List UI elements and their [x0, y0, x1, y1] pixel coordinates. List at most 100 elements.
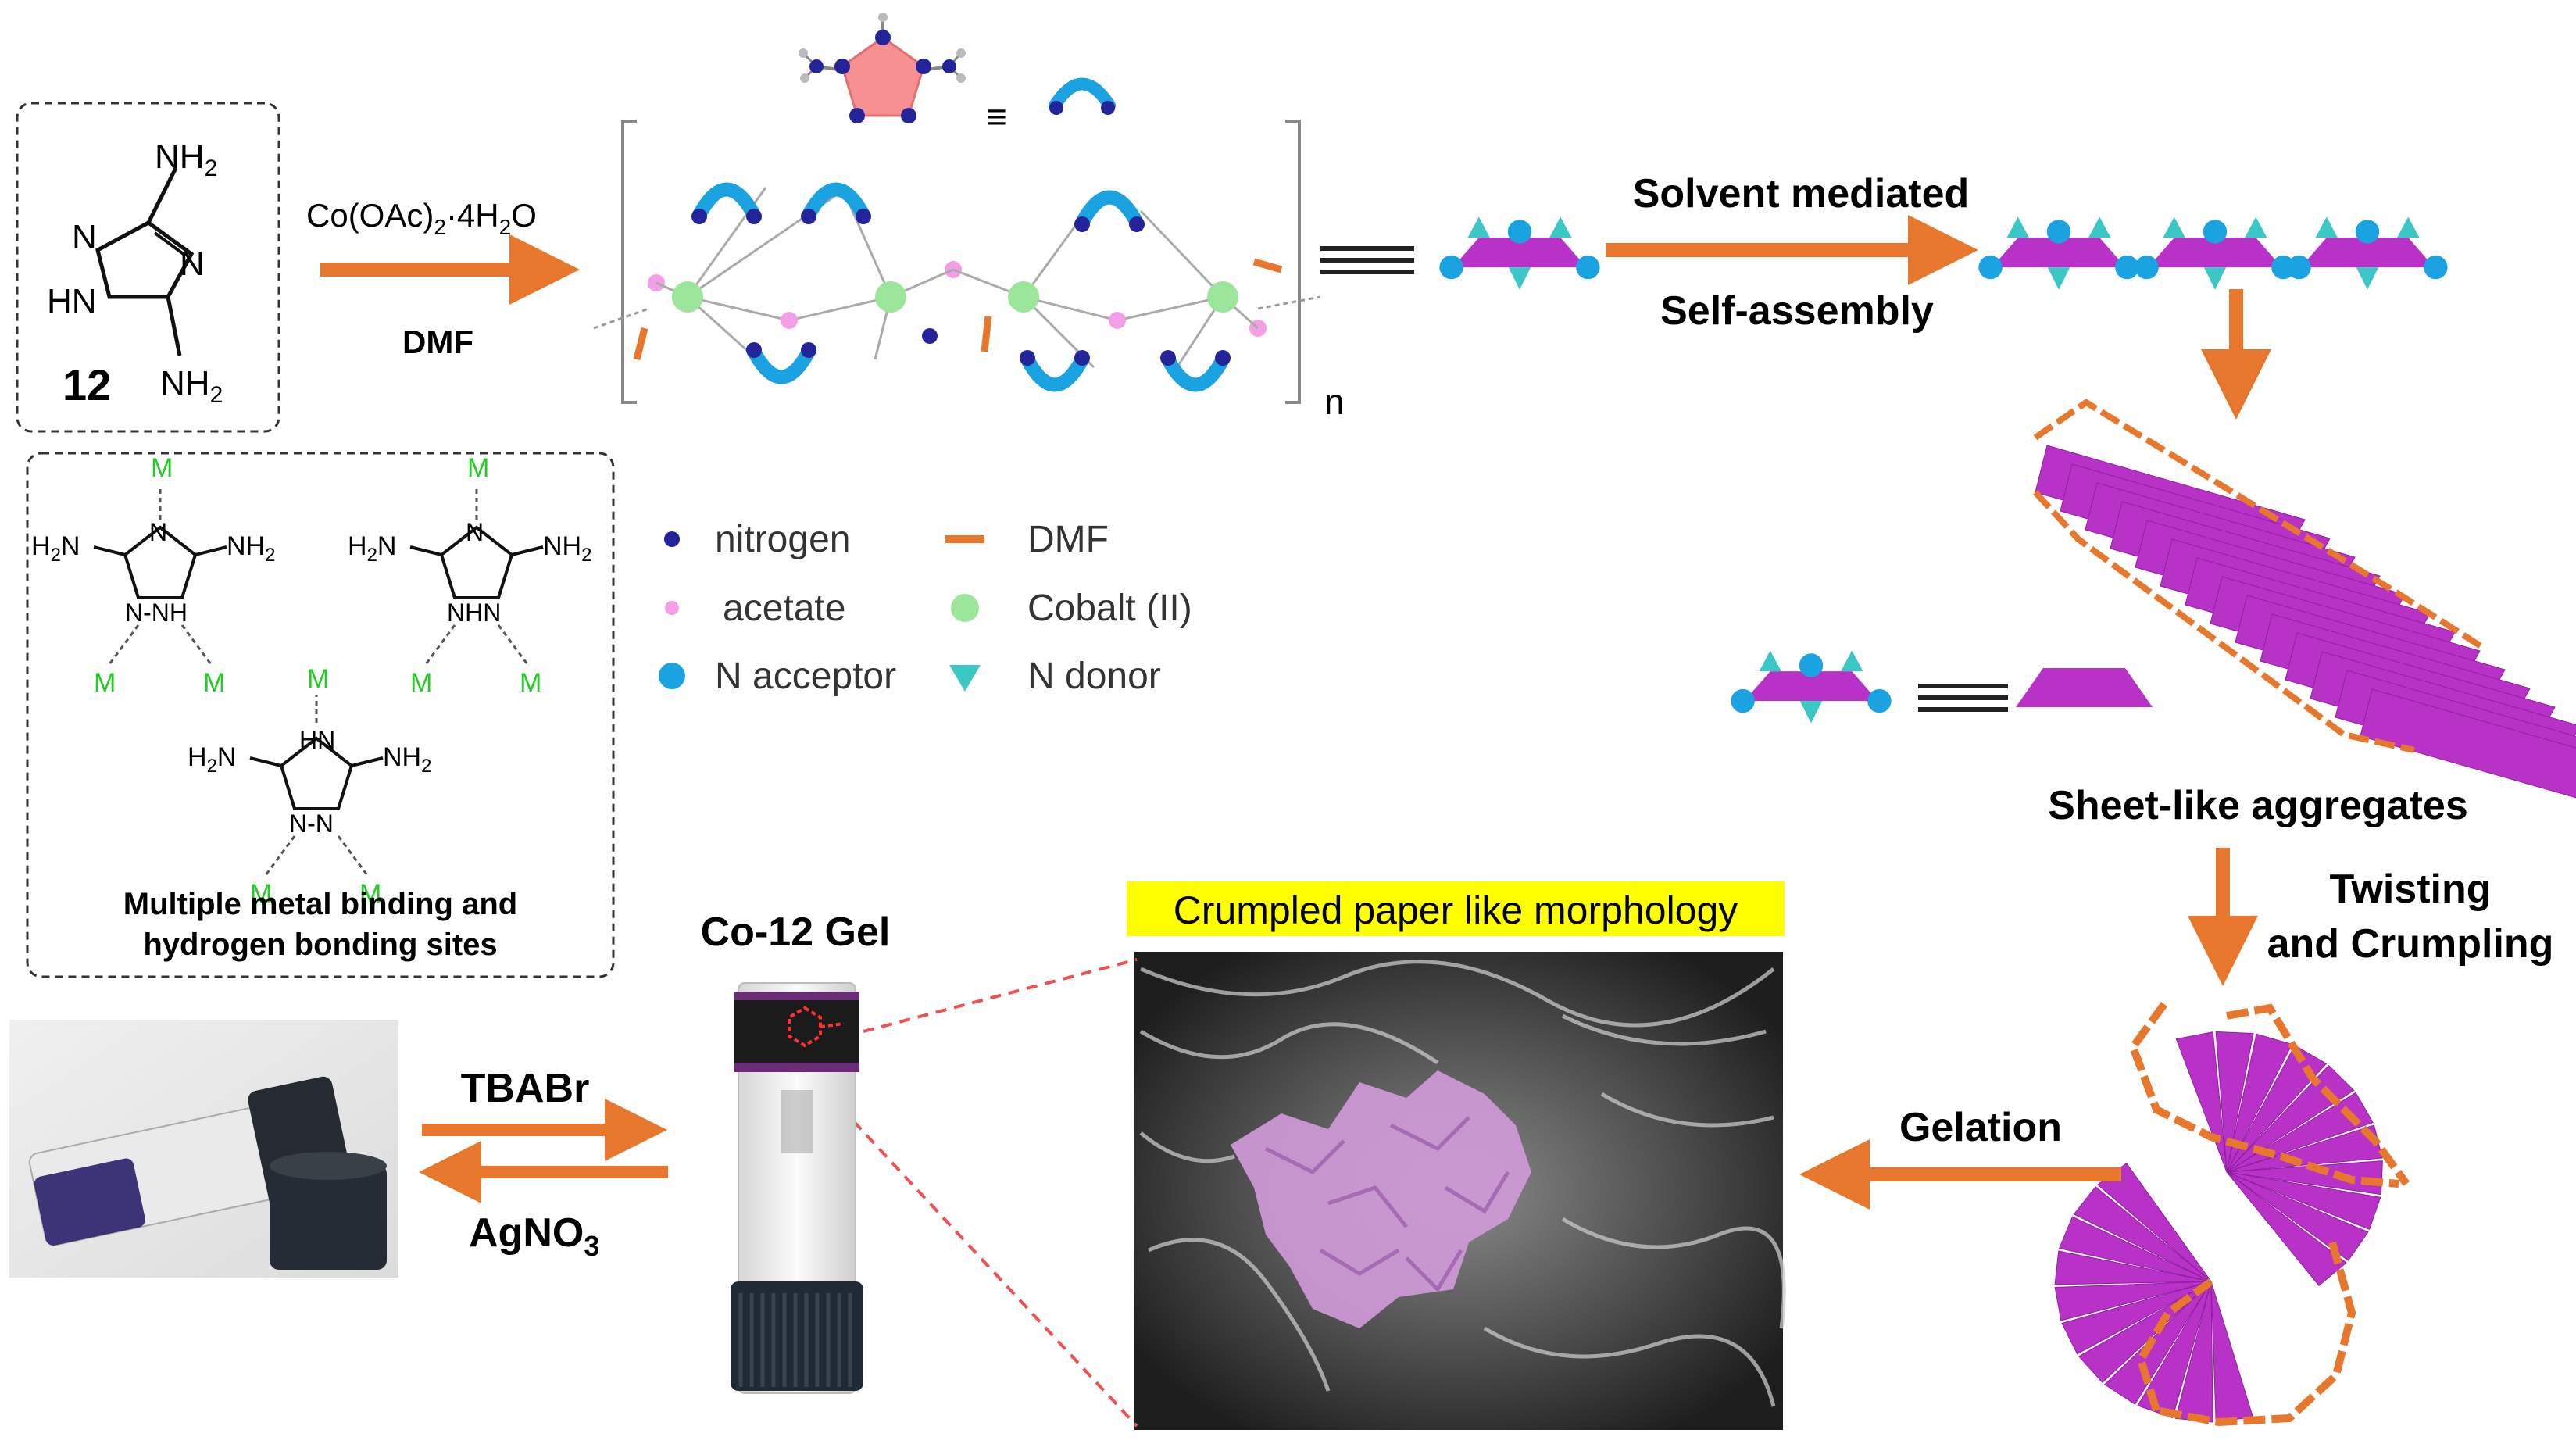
unit-trapezoid — [1744, 671, 1878, 702]
repeat-unit-n: n — [1324, 381, 1345, 422]
acceptor-dot — [1731, 688, 1755, 713]
legend-item: DMF — [945, 519, 1109, 560]
donor-triangle — [2047, 267, 2070, 290]
crumpled-aggregate-overlay — [1231, 1070, 1531, 1328]
twist-blade — [2226, 1171, 2381, 1231]
ring-n-label: N — [466, 518, 484, 546]
ligand-arc — [747, 345, 816, 384]
sem-fiber — [1600, 1092, 1774, 1128]
donor-triangle — [1508, 267, 1531, 290]
sem-fiber — [1139, 1022, 1439, 1065]
unit-trapezoid — [1452, 238, 1587, 268]
legend-label: Cobalt (II) — [1027, 588, 1192, 629]
unit-trapezoid — [2300, 238, 2435, 268]
compound-nh2-bottom: NH2 — [160, 364, 223, 408]
sheet-edge-dmf — [2033, 490, 2415, 753]
acceptor-dot — [2046, 220, 2071, 244]
sem-fiber — [1561, 1217, 1786, 1329]
acceptor-dot — [1867, 688, 1892, 713]
nitrogen-node — [1129, 216, 1145, 232]
compound-box-border — [16, 102, 280, 433]
donor-triangle — [2163, 216, 2185, 238]
crumple-fold — [1389, 1116, 1470, 1152]
ligand-arc — [1161, 352, 1230, 392]
crumpling-label: and Crumpling — [2267, 921, 2554, 967]
acetate-node — [781, 312, 798, 329]
nitrogen-node — [746, 342, 762, 358]
cobalt-node — [672, 281, 703, 313]
twist-blade — [2226, 1045, 2328, 1173]
twist-blade — [2226, 1171, 2369, 1261]
acceptor-dot — [2287, 255, 2311, 280]
monomer-equiv-sign: ≡ — [986, 96, 1007, 137]
compound-hn: HN — [47, 282, 97, 320]
sem-label: Crumpled paper like morphology — [1174, 888, 1738, 932]
bond-bottom — [166, 296, 182, 356]
assembly-unit — [2287, 216, 2448, 290]
vial-gel-top — [734, 992, 859, 1070]
sheet-equivalent-trapezoid — [2016, 668, 2153, 707]
sheet-like-label: Sheet-like aggregates — [2048, 783, 2468, 828]
sem-fiber — [1139, 1131, 1235, 1163]
metal-label: M — [410, 668, 432, 698]
triazole-ring — [439, 525, 514, 599]
nitrogen-node — [1020, 350, 1035, 366]
sheet-legend — [1731, 650, 2153, 724]
n-acceptor-dot-icon — [659, 663, 685, 689]
gelation-label: Gelation — [1899, 1105, 2062, 1150]
nitrogen-node — [801, 342, 816, 358]
acceptor-dot — [1439, 255, 1463, 280]
acceptor-dot — [1507, 220, 1532, 244]
ligand-arc — [692, 182, 761, 222]
compound-n-left: N — [72, 218, 97, 256]
nitrogen-dot-icon — [664, 531, 680, 547]
cobalt-node — [875, 281, 906, 313]
self-assembly-step: Solvent mediated Self-assembly — [1606, 171, 1978, 334]
metal-label: M — [520, 668, 541, 698]
cobalt-node — [1207, 281, 1238, 313]
monomer-unit: ≡ — [799, 13, 1116, 137]
twist-blade — [2137, 1281, 2212, 1419]
legend-label: nitrogen — [715, 519, 850, 560]
twist-blade — [2054, 1250, 2212, 1285]
monomer-arc-icon — [1049, 77, 1116, 112]
n-donor-triangle-icon — [949, 665, 981, 692]
legend-item: N acceptor — [659, 656, 896, 697]
ring-n-nh-label: N-NH — [125, 599, 188, 627]
crumple-fold — [1264, 1139, 1345, 1175]
twist-blade — [2061, 1281, 2212, 1355]
donor-triangle — [2397, 216, 2420, 238]
binding-caption-line1: Multiple metal binding and — [123, 887, 517, 921]
binding-caption-line2: hydrogen bonding sites — [143, 928, 497, 962]
gel-vial: Co-12 Gel — [701, 910, 890, 1394]
amine-left-label: H2N — [31, 531, 80, 566]
unit-equivalence — [1320, 216, 1600, 290]
nitrogen-node — [801, 209, 816, 224]
sem-fiber — [1140, 960, 1775, 1028]
twisted-crumpled-structure — [2054, 1002, 2410, 1427]
triazole-ring — [279, 736, 354, 810]
bracket-left — [621, 120, 637, 404]
acceptor-dot — [2424, 255, 2448, 280]
zoom-line-top — [863, 958, 1138, 1033]
twist-edge-dmf — [2226, 1003, 2410, 1186]
acceptor-dot — [1978, 255, 2003, 280]
sem-label-highlight — [1127, 881, 1785, 936]
legend-item: Cobalt (II) — [951, 588, 1192, 629]
legend-item: acetate — [665, 588, 845, 629]
amine-left-label: H2N — [188, 742, 236, 777]
donor-triangle — [2203, 267, 2227, 290]
twist-blade — [2058, 1216, 2212, 1282]
nitrogen-node — [746, 209, 762, 224]
nitrogen-node — [1074, 350, 1090, 366]
sem-image: Crumpled paper like morphology — [1127, 881, 1786, 1430]
nitrogen-node — [691, 209, 707, 224]
ring-n-label: N — [149, 518, 167, 546]
agno3-label: AgNO3 — [469, 1210, 599, 1262]
donor-triangle — [2315, 216, 2338, 238]
legend-label: N acceptor — [715, 656, 896, 697]
